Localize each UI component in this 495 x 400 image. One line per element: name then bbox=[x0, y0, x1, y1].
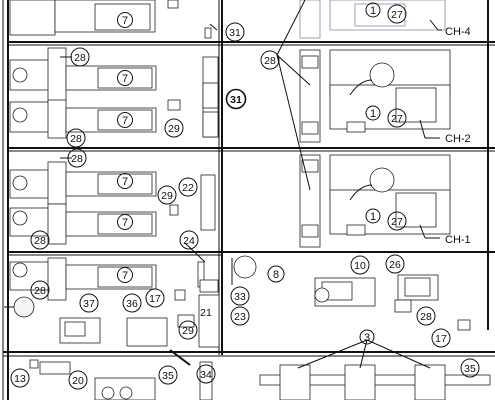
svg-text:27: 27 bbox=[391, 113, 403, 125]
svg-text:24: 24 bbox=[183, 235, 195, 247]
chiller-tags: CH-4 CH-2 CH-1 bbox=[445, 26, 471, 246]
chiller-units bbox=[299, 0, 451, 248]
svg-text:7: 7 bbox=[122, 217, 128, 229]
callout-33: 33 bbox=[230, 286, 250, 306]
svg-text:28: 28 bbox=[34, 285, 46, 297]
panels bbox=[59, 0, 220, 366]
chiller-tag-ch1: CH-1 bbox=[445, 234, 471, 246]
callout-35-b: 35 bbox=[460, 358, 480, 378]
callout-7-d: 7 bbox=[117, 173, 133, 189]
callout-21: 21 bbox=[200, 307, 212, 319]
callout-7-f: 7 bbox=[117, 267, 133, 283]
svg-text:13: 13 bbox=[14, 373, 26, 385]
svg-text:28: 28 bbox=[70, 133, 82, 145]
leader-lines bbox=[60, 0, 311, 263]
chiller-tag-ch4: CH-4 bbox=[445, 26, 471, 38]
callout-31-b: 31 bbox=[225, 88, 247, 110]
callout-7-a: 7 bbox=[117, 12, 133, 28]
callout-27-b: 27 bbox=[387, 108, 407, 128]
callout-31-a: 31 bbox=[225, 22, 245, 42]
svg-text:27: 27 bbox=[391, 216, 403, 228]
callout-28-d: 28 bbox=[30, 230, 50, 250]
svg-text:22: 22 bbox=[182, 182, 194, 194]
callout-1-b: 1 bbox=[365, 105, 381, 121]
svg-text:28: 28 bbox=[420, 311, 432, 323]
svg-text:28: 28 bbox=[264, 55, 276, 67]
callout-17-b: 17 bbox=[431, 328, 451, 348]
svg-text:17: 17 bbox=[435, 333, 447, 345]
svg-text:17: 17 bbox=[149, 293, 161, 305]
svg-text:28: 28 bbox=[74, 52, 86, 64]
svg-text:10: 10 bbox=[354, 260, 366, 272]
callout-35-a: 35 bbox=[158, 365, 178, 385]
svg-text:1: 1 bbox=[370, 211, 376, 223]
callout-28-f: 28 bbox=[260, 50, 280, 70]
svg-text:31: 31 bbox=[229, 27, 241, 39]
callout-34: 34 bbox=[196, 364, 216, 384]
callout-7-b: 7 bbox=[117, 70, 133, 86]
callout-29-a: 29 bbox=[164, 118, 184, 138]
svg-text:29: 29 bbox=[168, 123, 180, 135]
svg-text:1: 1 bbox=[370, 5, 376, 17]
callout-3: 3 bbox=[359, 329, 375, 345]
callout-1-c: 1 bbox=[365, 208, 381, 224]
svg-text:28: 28 bbox=[71, 153, 83, 165]
svg-text:7: 7 bbox=[122, 270, 128, 282]
svg-text:7: 7 bbox=[122, 15, 128, 27]
callout-22: 22 bbox=[178, 177, 198, 197]
lower-equipment bbox=[29, 255, 491, 400]
svg-text:34: 34 bbox=[200, 369, 212, 381]
svg-text:26: 26 bbox=[389, 259, 401, 271]
callout-28-e: 28 bbox=[30, 280, 50, 300]
callout-27-a: 27 bbox=[387, 4, 407, 24]
svg-text:31: 31 bbox=[230, 94, 242, 106]
callout-36: 36 bbox=[122, 293, 142, 313]
callout-37: 37 bbox=[79, 293, 99, 313]
callout-23: 23 bbox=[230, 306, 250, 326]
callout-17-a: 17 bbox=[145, 288, 165, 308]
callout-13: 13 bbox=[10, 368, 30, 388]
callout-10: 10 bbox=[350, 255, 370, 275]
svg-text:27: 27 bbox=[391, 9, 403, 21]
callouts: 7 7 7 7 7 7 28 28 28 28 28 28 28 29 29 2… bbox=[10, 2, 480, 390]
svg-text:21: 21 bbox=[200, 307, 212, 319]
svg-text:36: 36 bbox=[126, 298, 138, 310]
svg-text:29: 29 bbox=[161, 190, 173, 202]
svg-text:1: 1 bbox=[370, 108, 376, 120]
callout-1-a: 1 bbox=[365, 2, 381, 18]
svg-text:20: 20 bbox=[72, 375, 84, 387]
callout-8: 8 bbox=[267, 265, 285, 283]
callout-26: 26 bbox=[385, 254, 405, 274]
callout-7-c: 7 bbox=[117, 112, 133, 128]
svg-text:28: 28 bbox=[34, 235, 46, 247]
svg-text:7: 7 bbox=[122, 73, 128, 85]
callout-28-b: 28 bbox=[66, 128, 86, 148]
svg-text:35: 35 bbox=[464, 363, 476, 375]
callout-7-e: 7 bbox=[117, 214, 133, 230]
callout-29-c: 29 bbox=[178, 320, 198, 340]
callout-27-c: 27 bbox=[387, 211, 407, 231]
callout-20: 20 bbox=[68, 370, 88, 390]
svg-text:8: 8 bbox=[273, 269, 279, 281]
svg-text:7: 7 bbox=[122, 176, 128, 188]
svg-text:33: 33 bbox=[234, 291, 246, 303]
callout-29-b: 29 bbox=[157, 185, 177, 205]
callout-24: 24 bbox=[179, 230, 199, 250]
callout-28-a: 28 bbox=[70, 47, 90, 67]
svg-text:23: 23 bbox=[234, 311, 246, 323]
pump-skids bbox=[4, 0, 157, 318]
svg-text:7: 7 bbox=[122, 115, 128, 127]
callout-28-c: 28 bbox=[67, 148, 87, 168]
svg-text:35: 35 bbox=[162, 370, 174, 382]
callout-28-g: 28 bbox=[416, 306, 436, 326]
chiller-tag-ch2: CH-2 bbox=[445, 133, 471, 145]
svg-text:29: 29 bbox=[182, 325, 194, 337]
svg-text:3: 3 bbox=[364, 332, 370, 344]
svg-text:37: 37 bbox=[83, 298, 95, 310]
